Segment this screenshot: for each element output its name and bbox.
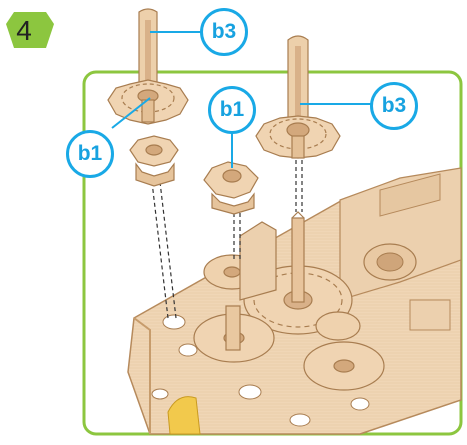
callout-b3-top: b3 [200,8,248,56]
b1-gear-left [129,135,179,187]
b3-axle-gear-left [107,8,189,125]
base-gears [193,211,385,391]
callout-label: b1 [219,98,245,121]
callout-label: b3 [381,94,407,117]
callout-b1-left: b1 [66,130,114,178]
callout-label: b1 [77,142,103,165]
callout-label: b3 [211,20,237,43]
callout-leaders [111,31,372,168]
step-badge-shape [6,12,54,48]
callout-b1-middle: b1 [208,86,256,134]
step-number: 4 [16,15,32,46]
callout-b3-right: b3 [370,82,418,130]
alignment-guides [151,160,303,319]
b1-gear-middle [203,161,259,215]
b3-axle-gear-right [255,35,341,159]
